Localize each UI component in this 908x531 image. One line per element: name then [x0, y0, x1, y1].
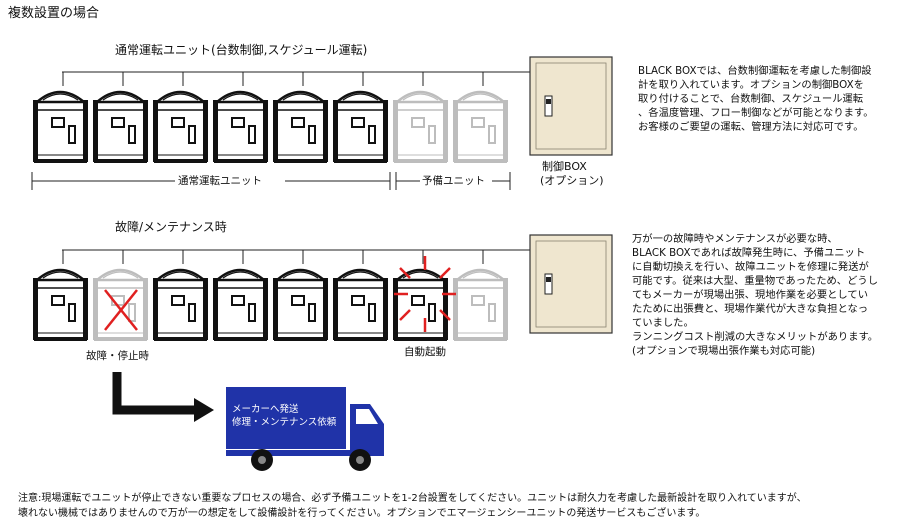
section-normal-heading: 通常運転ユニット(台数制御,スケジュール運転) [115, 43, 368, 57]
normal-description-line: 計を取り入れています。オプションの制御BOXを [638, 79, 864, 91]
section-failure-heading: 故障/メンテナンス時 [115, 220, 227, 234]
unit-active [213, 250, 268, 341]
failure-description-line: ランニングコスト削減の大きなメリットがあります。 [632, 331, 879, 343]
failure-description-line: たために出張費と、現場作業代が大きな負担となっ [632, 303, 869, 315]
truck-text-line: メーカーへ発送 [232, 404, 299, 415]
normal-description-line: BLACK BOXでは、台数制御運転を考慮した制御設 [638, 65, 872, 77]
auto-start-burst [394, 256, 456, 332]
row2-connection-lines [62, 249, 531, 256]
row1-units [33, 72, 508, 163]
normal-units-label: 通常運転ユニット [178, 175, 262, 187]
spare-units-bracket [395, 172, 511, 190]
truck-text-line: 修理・メンテナンス依頼 [232, 417, 337, 428]
failure-description-line: てもメーカーが現場出張、現地作業を必要としてい [632, 289, 869, 301]
failure-description-line: に自動切換えを行い、故障ユニットを修理に発送が [632, 261, 869, 273]
unit-active [333, 250, 388, 341]
unit-active [273, 250, 328, 341]
row1-connection-lines [62, 71, 531, 78]
footer-note-line: 壊れない機械ではありませんので万が一の想定をして設備設計を行ってください。オプシ… [18, 508, 706, 519]
normal-description: BLACK BOXでは、台数制御運転を考慮した制御設計を取り入れています。オプシ… [638, 64, 874, 134]
failure-description-line: (オプションで現場出張作業も対応可能) [632, 345, 816, 357]
unit-active [153, 72, 208, 163]
failure-description-line: BLACK BOXであれば故障発生時に、予備ユニット [632, 247, 866, 259]
unit-spare [453, 250, 508, 341]
normal-description-line: お客様のご要望の運転、管理方法に対応可です。 [638, 121, 864, 133]
unit-spare [453, 72, 508, 163]
footer-note-line: 注意:現場運転でユニットが停止できない重要なプロセスの場合、必ず予備ユニットを1… [18, 493, 807, 504]
footer-note: 注意:現場運転でユニットが停止できない重要なプロセスの場合、必ず予備ユニットを1… [18, 491, 807, 521]
row2-units [33, 250, 508, 341]
control-box [529, 56, 613, 156]
unit-active [153, 250, 208, 341]
stopped-unit-label: 故障・停止時 [86, 350, 149, 362]
failure-description-line: 万が一の故障時やメンテナンスが必要な時、 [632, 233, 838, 245]
truck-label: メーカーへ発送修理・メンテナンス依頼 [232, 403, 336, 429]
failure-description: 万が一の故障時やメンテナンスが必要な時、 BLACK BOXであれば故障発生時に、… [632, 232, 878, 358]
unit-active [333, 72, 388, 163]
control-box-option-label: (オプション) [540, 174, 604, 187]
control-box-label: 制御BOX [542, 160, 587, 173]
truck-icon [226, 387, 384, 471]
control-box-row2 [529, 234, 613, 334]
spare-units-label: 予備ユニット [422, 175, 485, 187]
failure-description-line: ていました。 [632, 317, 694, 329]
auto-start-label: 自動起動 [404, 346, 446, 358]
normal-units-bracket [31, 172, 391, 190]
failure-description-line: 可能です。従来は大型、重量物であったため、どうし [632, 275, 878, 287]
unit-auto-start [393, 250, 448, 341]
unit-active [93, 72, 148, 163]
normal-description-line: 、各温度管理、フロー制御などが可能となります。 [638, 107, 874, 119]
failure-x-mark [104, 289, 138, 331]
unit-active [213, 72, 268, 163]
shipping-arrow [112, 372, 214, 422]
unit-spare [393, 72, 448, 163]
normal-description-line: 取り付けることで、台数制御、スケジュール運転 [638, 93, 864, 105]
page-title: 複数設置の場合 [8, 6, 100, 21]
unit-failed [93, 250, 148, 341]
unit-active [33, 72, 88, 163]
unit-active [33, 250, 88, 341]
unit-active [273, 72, 328, 163]
